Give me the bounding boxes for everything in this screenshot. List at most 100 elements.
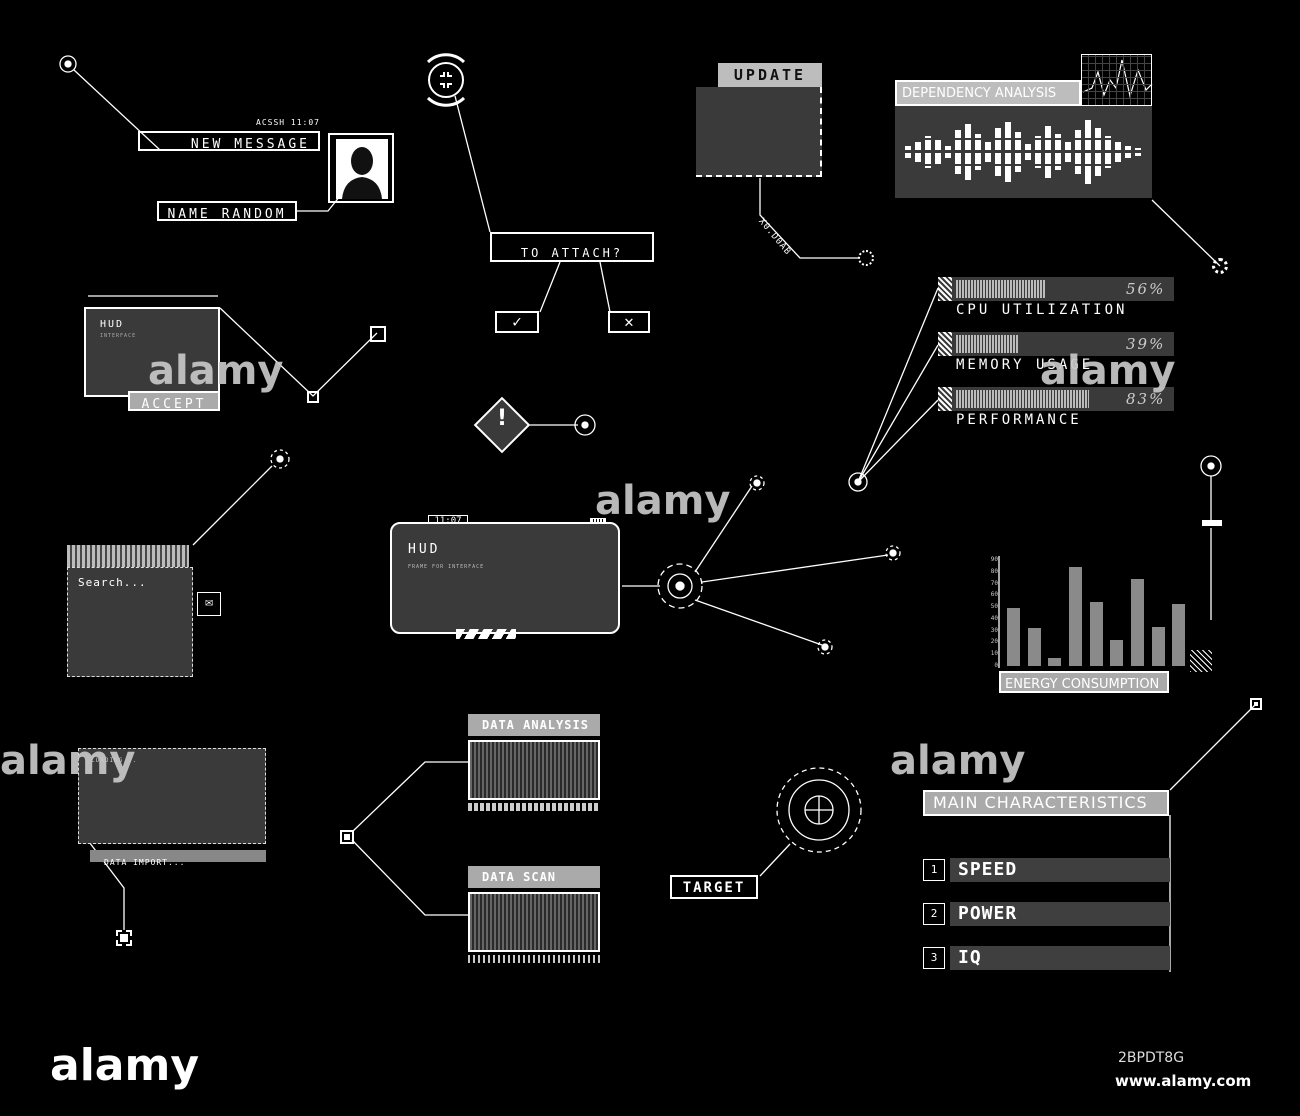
hud-frame-title: HUD (408, 542, 441, 557)
crosshair-icon (426, 53, 466, 107)
alamy-url: www.alamy.com (1115, 1072, 1252, 1090)
energy-title: ENERGY CONSUMPTION (1005, 677, 1160, 692)
energy-tick-label: 20 (990, 638, 998, 645)
accept-button[interactable]: ACCEPT (128, 391, 220, 412)
energy-slider-handle[interactable] (1202, 520, 1222, 526)
user-silhouette-icon (336, 139, 388, 199)
stat-bar-hatch (938, 332, 952, 356)
energy-hatch (1190, 650, 1212, 672)
item-label: IQ (950, 946, 1170, 970)
search-input: Search... (78, 576, 147, 589)
new-message-label: NEW MESSAGE (190, 137, 310, 152)
item-number: 3 (923, 947, 945, 969)
stat-bar-fill (956, 280, 1046, 298)
energy-tick-label: 30 (990, 627, 998, 634)
energy-bar (1069, 567, 1082, 666)
watermark-logo: alamy (890, 738, 1026, 784)
update-title: UPDATE (733, 66, 807, 84)
data-scan-progress (468, 955, 600, 963)
cancel-button[interactable]: ✕ (608, 311, 650, 333)
data-analysis-title: DATA ANALYSIS (482, 718, 589, 732)
confirm-button[interactable]: ✓ (495, 311, 539, 333)
energy-bar (1131, 579, 1144, 666)
attach-question-bar: TO ATTACH? (490, 232, 654, 262)
message-timestamp: ACSSH 11:07 (256, 118, 320, 127)
target-label: TARGET (682, 880, 746, 896)
search-panel[interactable]: Search... (67, 567, 193, 677)
characteristics-title-bar[interactable]: MAIN CHARACTERISTICS (923, 790, 1169, 816)
energy-tick-label: 90 (990, 556, 998, 563)
close-icon: ✕ (624, 312, 634, 331)
accept-panel: HUD INTERFACE (84, 307, 220, 397)
stat-label: PERFORMANCE (956, 412, 1082, 428)
stat-value: 83% (1126, 390, 1166, 408)
dependency-title: DEPENDENCY ANALYSIS (902, 86, 1057, 101)
equalizer-panel (895, 106, 1152, 198)
stat-bar-hatch (938, 277, 952, 301)
energy-bar (1007, 608, 1020, 666)
energy-bar (1152, 627, 1165, 666)
node-square-icon (1250, 698, 1262, 710)
data-scan-title-bar[interactable]: DATA SCAN (468, 866, 600, 888)
characteristics-title: MAIN CHARACTERISTICS (933, 793, 1148, 812)
item-label: SPEED (950, 858, 1170, 882)
update-title-bar[interactable]: UPDATE (718, 63, 822, 87)
avatar (328, 133, 394, 203)
footer-band (0, 1020, 1300, 1116)
data-analysis-title-bar[interactable]: DATA ANALYSIS (468, 714, 600, 736)
watermark-logo: alamy (0, 738, 136, 784)
energy-tick-label: 40 (990, 615, 998, 622)
energy-bar (1172, 604, 1185, 666)
hud-frame-panel: HUD FRAME FOR INTERFACE (390, 522, 620, 634)
check-icon: ✓ (512, 312, 522, 331)
stat-label: CPU UTILIZATION (956, 302, 1128, 318)
loading-panel: LOADING... (78, 748, 266, 844)
watermark-logo: alamy (595, 478, 731, 524)
exclamation-icon: ! (496, 406, 508, 431)
image-id: 2BPDT8G (1118, 1050, 1185, 1066)
dependency-title-bar[interactable]: DEPENDENCY ANALYSIS (895, 80, 1081, 106)
hud-frame-stripes (456, 629, 516, 639)
energy-bars (1004, 560, 1190, 666)
waveform-thumbnail (1081, 54, 1152, 106)
stat-label: MEMORY USAGE (956, 357, 1094, 373)
data-import-label: DATA IMPORT... (104, 858, 186, 867)
loading-status: LOADING... (91, 757, 138, 764)
data-scan-grid (468, 892, 600, 952)
energy-tick-label: 50 (990, 603, 998, 610)
energy-bar (1028, 628, 1041, 666)
stat-bar-fill (956, 390, 1089, 408)
energy-bar (1110, 640, 1123, 666)
stat-value: 39% (1126, 335, 1166, 353)
energy-tick-label: 10 (990, 650, 998, 657)
energy-title-bar[interactable]: ENERGY CONSUMPTION (999, 671, 1169, 693)
stat-bar-hatch (938, 387, 952, 411)
new-message-bar[interactable]: NEW MESSAGE (138, 131, 320, 152)
energy-bar (1090, 602, 1103, 666)
node-square-icon (340, 830, 354, 844)
data-analysis-grid (468, 740, 600, 800)
gear-icon[interactable] (858, 250, 874, 266)
energy-tick-label: 70 (990, 580, 998, 587)
stat-bar-fill (956, 335, 1018, 353)
item-number: 2 (923, 903, 945, 925)
target-button[interactable]: TARGET (670, 875, 758, 899)
equalizer-icon (895, 120, 1152, 184)
data-scan-title: DATA SCAN (482, 870, 557, 884)
name-field[interactable]: NAME RANDOM (157, 201, 297, 222)
watermark-logo: alamy (1040, 348, 1176, 394)
stat-value: 56% (1126, 280, 1166, 298)
node-square-icon (116, 930, 132, 946)
alamy-logo: alamy (50, 1040, 199, 1091)
envelope-icon[interactable]: ✉ (197, 592, 221, 616)
node-square-icon (307, 391, 319, 403)
energy-tick-label: 60 (990, 591, 998, 598)
data-import-bar: DATA IMPORT... (90, 850, 266, 867)
accept-panel-title: HUD (100, 319, 125, 330)
attach-question: TO ATTACH? (520, 246, 624, 260)
data-analysis-progress (468, 803, 600, 811)
gear-icon[interactable] (1212, 258, 1228, 274)
accept-panel-subtitle: INTERFACE (100, 333, 137, 339)
